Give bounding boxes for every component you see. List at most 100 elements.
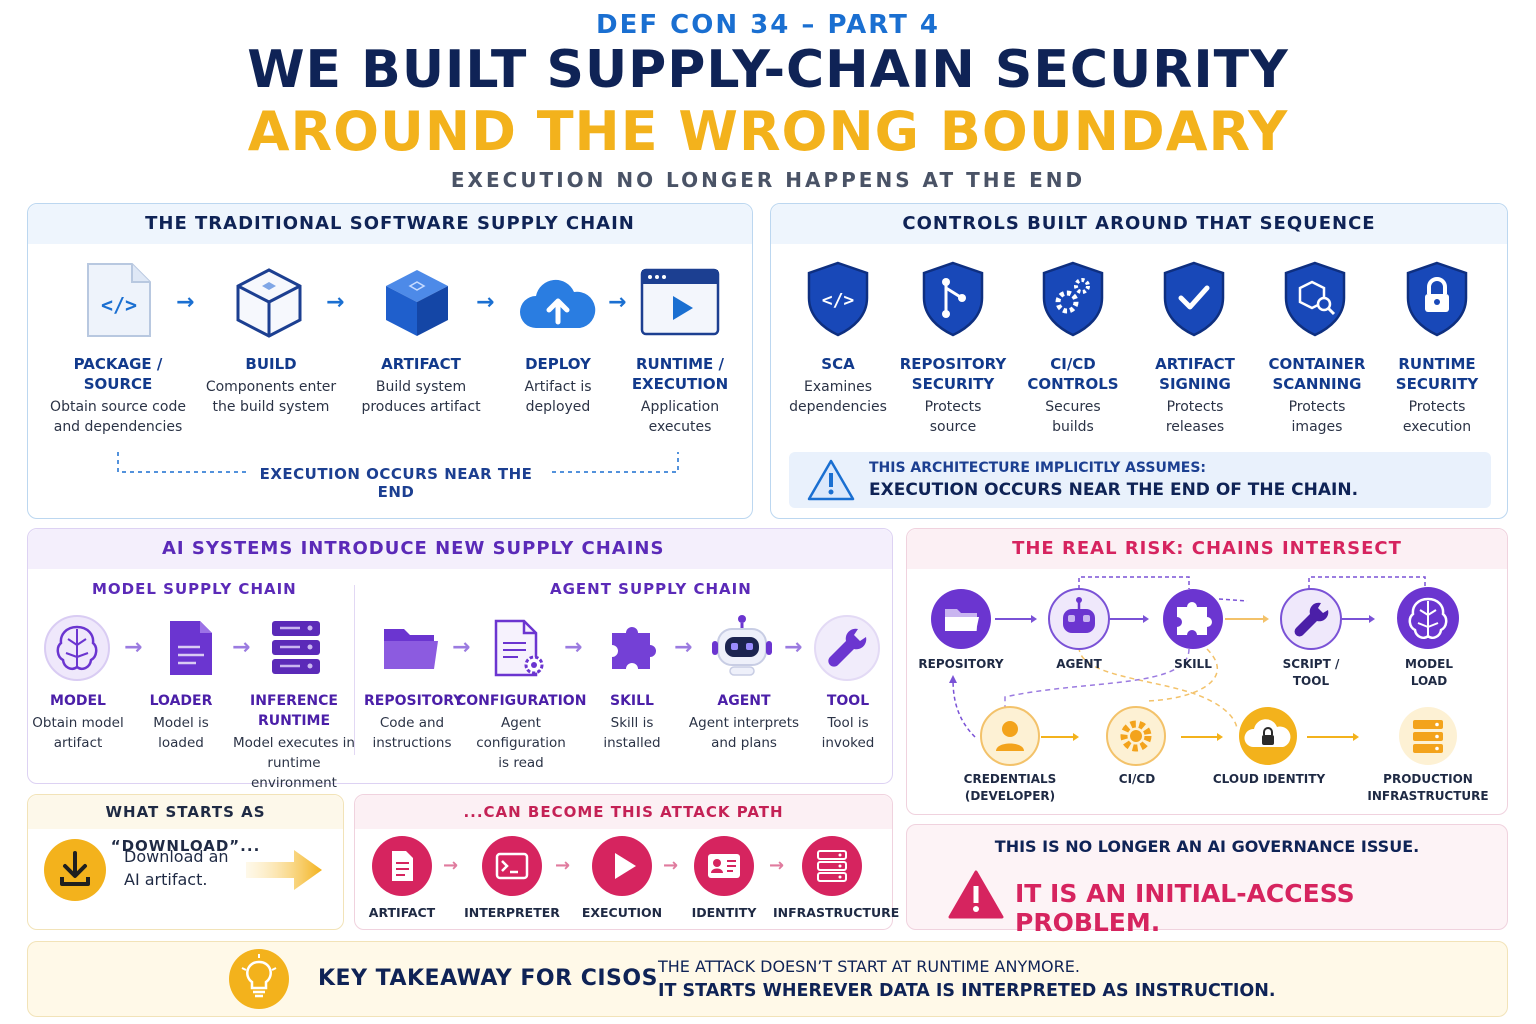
risk-node-label: REPOSITORY [918, 657, 1004, 671]
puzzle-icon [612, 627, 656, 669]
folder-icon [384, 629, 438, 669]
flow-arrow: → [476, 290, 495, 315]
id-card-icon [694, 836, 754, 896]
robot-icon [712, 615, 772, 676]
risk-node-label: AGENT [1056, 657, 1102, 671]
main-title-line1: WE BUILT SUPPLY-CHAIN SECURITY [247, 40, 1289, 100]
control-label: CONTAINER [1268, 355, 1366, 373]
step-label: SOURCE [83, 375, 153, 393]
wrench-icon [814, 615, 880, 681]
control-label: RUNTIME [1398, 355, 1476, 373]
flow-arrow: → [564, 635, 583, 660]
warning-icon [948, 870, 1004, 919]
step-label: RUNTIME / [636, 355, 724, 373]
flow-arrow: → [663, 855, 679, 876]
step-label: PACKAGE / [73, 355, 163, 373]
svg-text:</>: </> [822, 290, 855, 311]
control-label: SCANNING [1272, 375, 1362, 393]
governance-line2: IT IS AN INITIAL-ACCESS PROBLEM. [1015, 879, 1355, 937]
wrench-icon [1280, 588, 1342, 650]
server-icon [802, 836, 862, 896]
server-stack-icon [272, 621, 320, 674]
governance-panel: THIS IS NO LONGER AN AI GOVERNANCE ISSUE… [906, 824, 1508, 937]
step-label: ARTIFACT [381, 355, 461, 373]
governance-line1: THIS IS NO LONGER AN AI GOVERNANCE ISSUE… [994, 837, 1420, 856]
risk-node-label: SCRIPT /TOOL [1282, 657, 1340, 688]
shield-code-icon: </> [807, 261, 869, 337]
warning-icon [807, 459, 855, 501]
takeaway-label: KEY TAKEAWAY FOR CISOS [318, 966, 658, 991]
takeaway-line2: IT STARTS WHEREVER DATA IS INTERPRETED A… [658, 981, 1276, 1001]
takeaway-line1: THE ATTACK DOESN’T START AT RUNTIME ANYM… [658, 957, 1080, 976]
loader-file-icon [170, 621, 212, 675]
download-icon [44, 839, 106, 901]
main-title-line2: AROUND THE WRONG BOUNDARY [247, 100, 1289, 163]
config-file-icon [494, 619, 544, 677]
flow-arrow: → [555, 855, 571, 876]
step-label: LOADER [149, 693, 213, 709]
terminal-icon [482, 836, 542, 896]
code-file-icon: </> [87, 263, 151, 337]
play-window-icon [640, 268, 720, 336]
controls-panel: CONTROLS BUILT AROUND THAT SEQUENCE </> … [770, 203, 1508, 519]
step-label: SKILL [610, 693, 654, 709]
step-label: CONFIGURATION [456, 693, 587, 709]
attack-step-label: INTERPRETER [464, 905, 560, 920]
flow-arrow: → [452, 635, 471, 660]
brain-icon [44, 615, 110, 681]
flow-arrow: → [176, 290, 195, 315]
flow-arrow: → [326, 290, 345, 315]
risk-node-label: CLOUD IDENTITY [1212, 772, 1326, 786]
cube-outline-icon [236, 268, 302, 338]
panel-title: THE TRADITIONAL SOFTWARE SUPPLY CHAIN [28, 204, 752, 244]
user-icon [980, 706, 1040, 766]
step-label: INFERENCE RUNTIME [250, 693, 338, 729]
control-label: ARTIFACT SIGNING [1155, 355, 1235, 393]
step-label: REPOSITORY [364, 693, 464, 709]
flow-arrow: → [443, 855, 459, 876]
attack-step-label: ARTIFACT [368, 905, 436, 920]
server-icon [1399, 707, 1457, 765]
puzzle-icon [1163, 589, 1223, 649]
cloud-lock-icon [1239, 707, 1297, 765]
flow-arrow: → [608, 290, 627, 315]
assumption-line1: THIS ARCHITECTURE IMPLICITLY ASSUMES: [869, 460, 1207, 476]
shield-lock-icon [1406, 261, 1468, 337]
panel-title: THE REAL RISK: CHAINS INTERSECT [907, 529, 1507, 569]
agent-chain-title: AGENT SUPPLY CHAIN [550, 580, 752, 598]
play-icon [592, 836, 652, 896]
execution-bracket [117, 452, 679, 473]
execution-note: EXECUTION OCCURS NEAR THE END [259, 465, 533, 501]
attack-step-label: IDENTITY [691, 905, 757, 920]
kicker-title: DEF CON 34 – PART 4 [596, 10, 940, 40]
assumption-line2: EXECUTION OCCURS NEAR THE END OF THE CHA… [869, 480, 1359, 500]
subtitle: EXECUTION NO LONGER HAPPENS AT THE END [450, 168, 1086, 192]
robot-icon [1048, 588, 1110, 650]
ai-supply-chains-panel: AI SYSTEMS INTRODUCE NEW SUPPLY CHAINS M… [27, 528, 893, 791]
control-label: SECURITY [1395, 375, 1479, 393]
real-risk-panel: THE REAL RISK: CHAINS INTERSECT [906, 528, 1508, 815]
